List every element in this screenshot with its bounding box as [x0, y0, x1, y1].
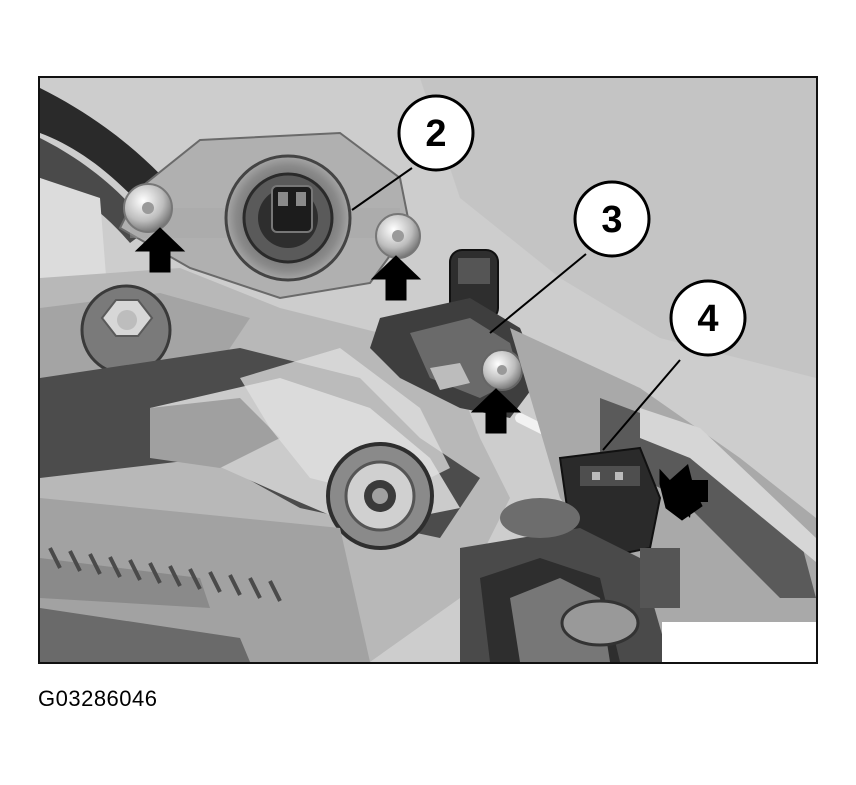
arrow-pointer-bolt-left — [134, 227, 186, 273]
callout-4: 4 — [669, 279, 747, 357]
callout-2-label: 2 — [425, 113, 446, 155]
arrow-pointer-sensor-3 — [470, 388, 522, 434]
engine-photo: 2 3 4 — [40, 78, 816, 662]
arrow-pointer-connector-4b — [662, 464, 708, 518]
callout-3-label: 3 — [601, 199, 622, 241]
figure-code: G03286046 — [38, 686, 158, 711]
arrow-pointer-bolt-right — [370, 255, 422, 301]
leader-line-3 — [489, 253, 587, 334]
callout-2: 2 — [397, 94, 475, 172]
leader-line-2 — [351, 167, 413, 211]
callout-3: 3 — [573, 180, 651, 258]
leader-line-4 — [602, 359, 681, 451]
callout-4-label: 4 — [697, 298, 718, 340]
engine-photo-figure: 2 3 4 — [38, 76, 818, 664]
